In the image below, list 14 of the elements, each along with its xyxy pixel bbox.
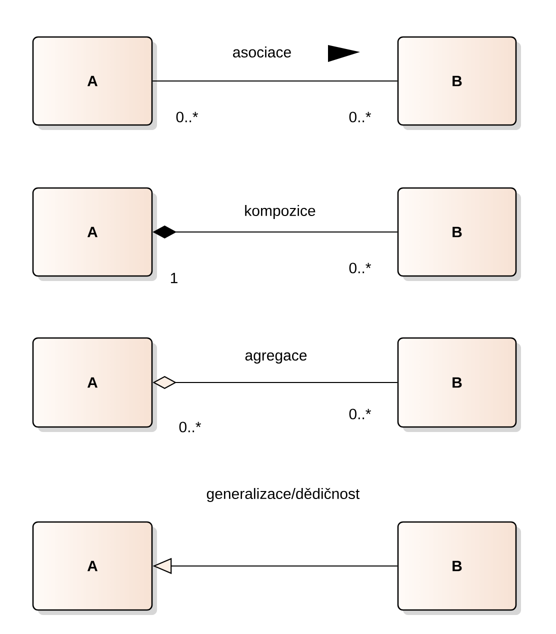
connector — [152, 80, 398, 82]
class-box: B — [397, 36, 521, 130]
class-box: B — [397, 187, 521, 281]
class-box: B — [397, 521, 521, 615]
edge-label: generalizace/dědičnost — [206, 488, 360, 502]
class-box: B — [397, 337, 521, 432]
class-box: A — [32, 187, 157, 281]
class-box: A — [32, 521, 157, 615]
edge-label: asociace — [233, 46, 291, 58]
edge-label: agregace — [245, 352, 307, 364]
class-box: A — [32, 337, 157, 432]
edge-label: kompozice — [245, 205, 316, 219]
multiplicity-label: 1 — [170, 272, 178, 284]
class-box: A — [32, 36, 157, 130]
